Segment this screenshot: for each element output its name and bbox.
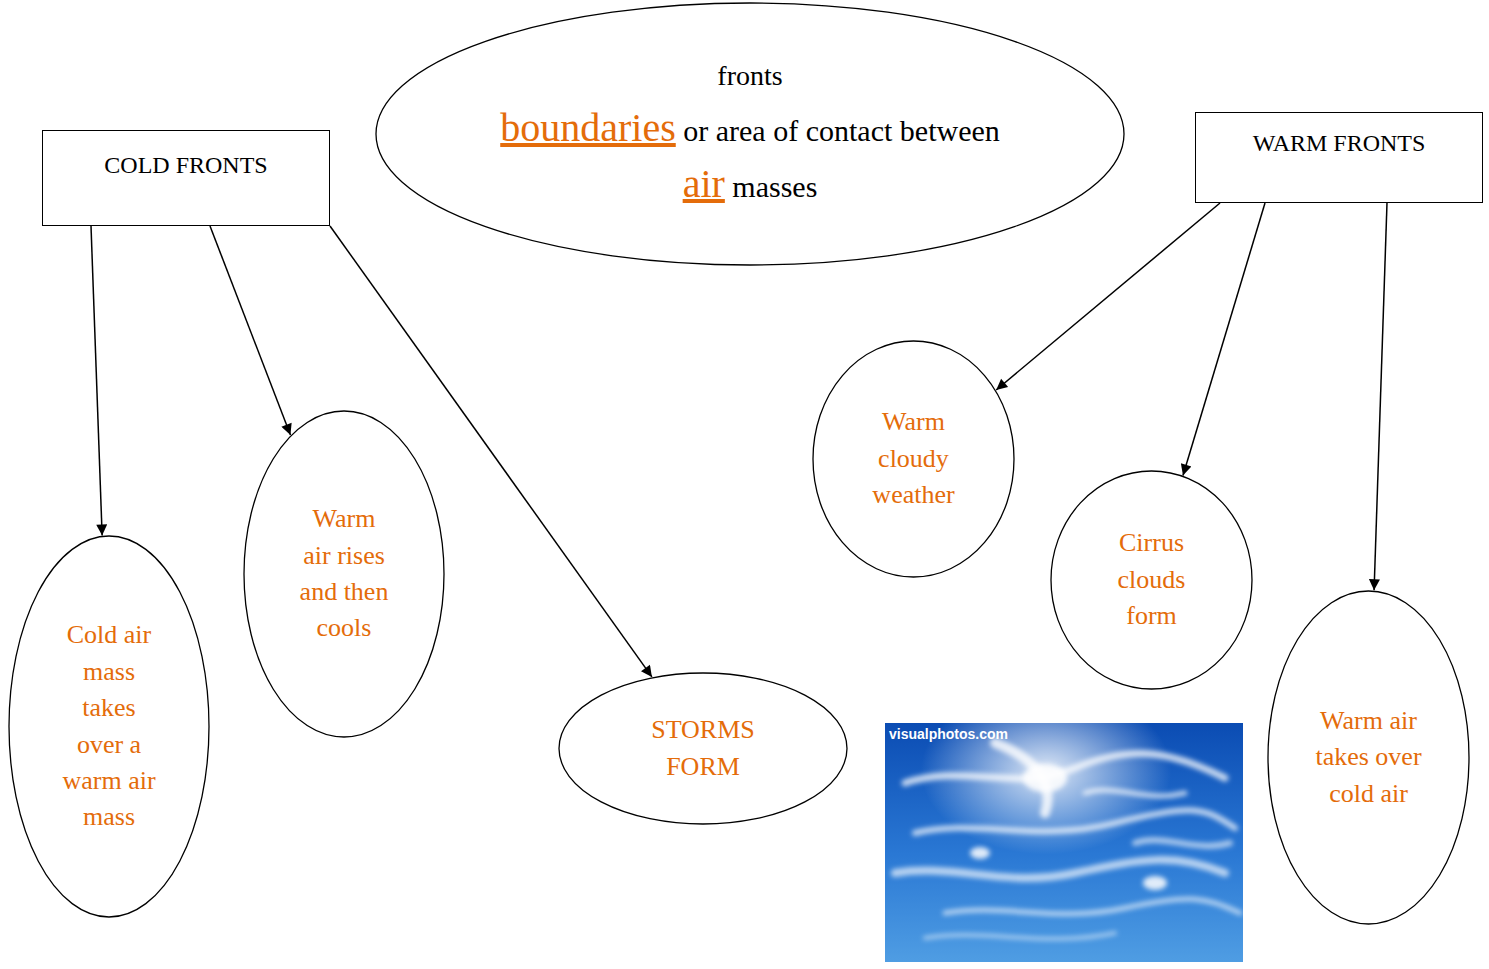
word: masses bbox=[732, 170, 817, 203]
node-title: STORMS FORM bbox=[633, 712, 773, 785]
word bbox=[766, 114, 774, 147]
concept-ellipse: Warm cloudy weather bbox=[812, 340, 1015, 578]
key-word: air bbox=[683, 161, 725, 206]
key-word: boundaries bbox=[500, 105, 676, 150]
word: of bbox=[773, 114, 798, 147]
word bbox=[676, 114, 684, 147]
node-content: Cold air mass takes over a warm air mass bbox=[57, 617, 162, 835]
arrow-connector bbox=[91, 226, 102, 535]
node-content: STORMS FORM bbox=[633, 712, 773, 785]
node-content: Cirrus clouds form bbox=[1097, 525, 1207, 634]
ellipse-shape bbox=[9, 536, 209, 917]
arrow-connector bbox=[1183, 203, 1265, 475]
word bbox=[708, 114, 716, 147]
word: area bbox=[716, 114, 766, 147]
ellipse-shape bbox=[559, 673, 847, 824]
word: or bbox=[683, 114, 708, 147]
ellipse-outline bbox=[243, 410, 445, 738]
ellipse-shape bbox=[1268, 591, 1469, 924]
word bbox=[725, 170, 733, 203]
cirrus-sky-photo bbox=[885, 723, 1243, 962]
word: between bbox=[900, 114, 1000, 147]
concept-ellipse: Warm air rises and then cools bbox=[243, 410, 445, 738]
topic-box: WARM FRONTS bbox=[1195, 112, 1483, 203]
node-content: Warm air takes over cold air bbox=[1314, 703, 1424, 812]
ellipse-shape bbox=[813, 341, 1014, 577]
concept-ellipse: fronts boundaries or area of contact betw… bbox=[375, 2, 1125, 266]
ellipse-shape bbox=[376, 3, 1124, 265]
arrow-connector bbox=[996, 203, 1220, 390]
node-title: Warm air rises and then cools bbox=[296, 501, 392, 647]
word bbox=[892, 114, 900, 147]
node-title: Cold air mass takes over a warm air mass bbox=[57, 617, 162, 835]
node-content: WARM FRONTS bbox=[1209, 113, 1469, 161]
node-title: fronts bbox=[500, 56, 1000, 95]
concept-ellipse: Cold air mass takes over a warm air mass bbox=[8, 535, 210, 918]
node-title: Warm air takes over cold air bbox=[1314, 703, 1424, 812]
ellipse-outline bbox=[558, 672, 848, 825]
node-title: COLD FRONTS bbox=[56, 149, 316, 183]
arrow-connector bbox=[1374, 203, 1387, 590]
ellipse-shape bbox=[244, 411, 444, 737]
node-content: COLD FRONTS bbox=[56, 131, 316, 183]
concept-ellipse: STORMS FORM bbox=[558, 672, 848, 825]
node-content: Warm air rises and then cools bbox=[296, 501, 392, 647]
node-content: fronts boundaries or area of contact betw… bbox=[500, 56, 1000, 211]
concept-ellipse: Cirrus clouds form bbox=[1050, 470, 1253, 690]
word bbox=[798, 114, 806, 147]
topic-box: COLD FRONTS bbox=[42, 130, 330, 226]
word: contact bbox=[806, 114, 893, 147]
node-description: boundaries or area of contact between ai… bbox=[500, 100, 1000, 212]
node-title: Cirrus clouds form bbox=[1097, 525, 1207, 634]
concept-ellipse: Warm air takes over cold air bbox=[1267, 590, 1470, 925]
ellipse-outline bbox=[8, 535, 210, 918]
arrow-connector bbox=[210, 226, 290, 435]
watermark: visualphotos.com bbox=[889, 726, 1008, 742]
node-title: WARM FRONTS bbox=[1209, 127, 1469, 161]
ellipse-shape bbox=[1051, 471, 1252, 689]
node-title: Warm cloudy weather bbox=[859, 404, 969, 513]
node-content: Warm cloudy weather bbox=[859, 404, 969, 513]
